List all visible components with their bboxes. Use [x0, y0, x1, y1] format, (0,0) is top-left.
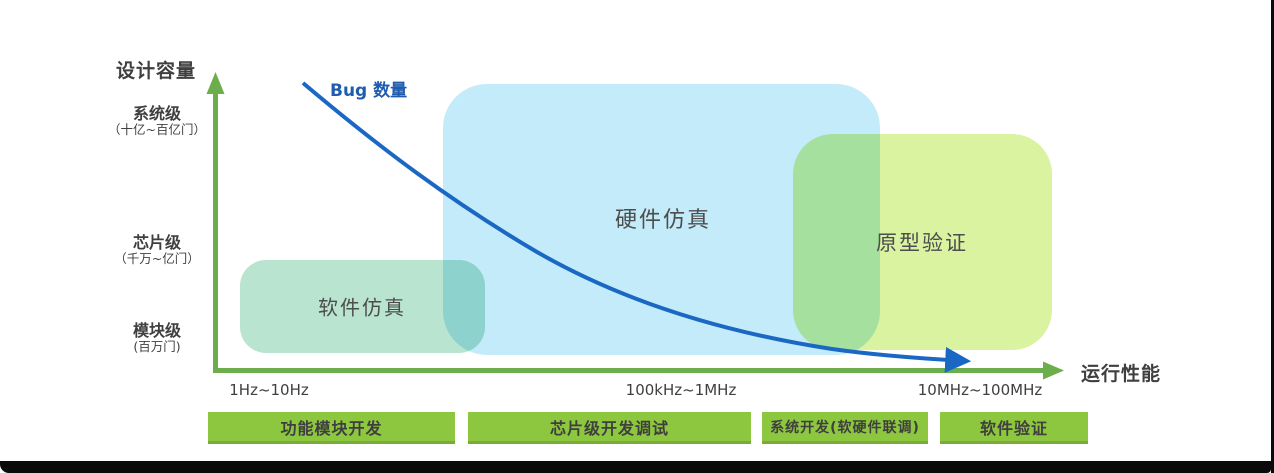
y-tick-sublabel: （千万~亿门） — [114, 251, 200, 267]
hardware-emulation-label: 硬件仿真 — [614, 208, 712, 233]
y-tick-sublabel: (百万门) — [133, 339, 181, 355]
x-tick-1hz-10hz: 1Hz~10Hz — [229, 381, 309, 399]
x-axis-title: 运行性能 — [1081, 363, 1162, 385]
x-axis-arrowhead — [1043, 361, 1064, 380]
bottom-frame-band — [0, 461, 1271, 473]
phase-bar-chip-dev-debug: 芯片级开发调试 — [468, 412, 751, 444]
prototype-verification-label: 原型验证 — [876, 231, 968, 255]
phase-bar-function-module-dev: 功能模块开发 — [208, 412, 455, 444]
y-tick-label: 芯片级 — [132, 233, 181, 252]
software-simulation-label: 软件仿真 — [318, 295, 406, 320]
y-tick-chip-level: 芯片级 （千万~亿门） — [72, 233, 242, 267]
bug-count-curve — [301, 81, 972, 373]
phase-bar-system-dev: 系统开发(软硬件联调) — [762, 412, 928, 444]
y-tick-sublabel: （十亿~百亿门） — [108, 122, 206, 138]
y-tick-label: 模块级 — [132, 321, 181, 340]
phase-bar-software-verification: 软件验证 — [940, 412, 1088, 444]
y-axis-title: 设计容量 — [116, 60, 197, 82]
bug-count-label: Bug 数量 — [330, 81, 408, 101]
x-tick-10mhz-100mhz: 10MHz~100MHz — [917, 381, 1043, 399]
y-axis-arrowhead — [206, 72, 225, 94]
x-tick-100khz-1mhz: 100kHz~1MHz — [625, 381, 737, 399]
y-tick-system-level: 系统级 （十亿~百亿门） — [72, 104, 242, 138]
y-tick-module-level: 模块级 (百万门) — [72, 321, 242, 355]
prototype-verification-region — [793, 134, 1052, 350]
y-tick-label: 系统级 — [132, 104, 181, 123]
